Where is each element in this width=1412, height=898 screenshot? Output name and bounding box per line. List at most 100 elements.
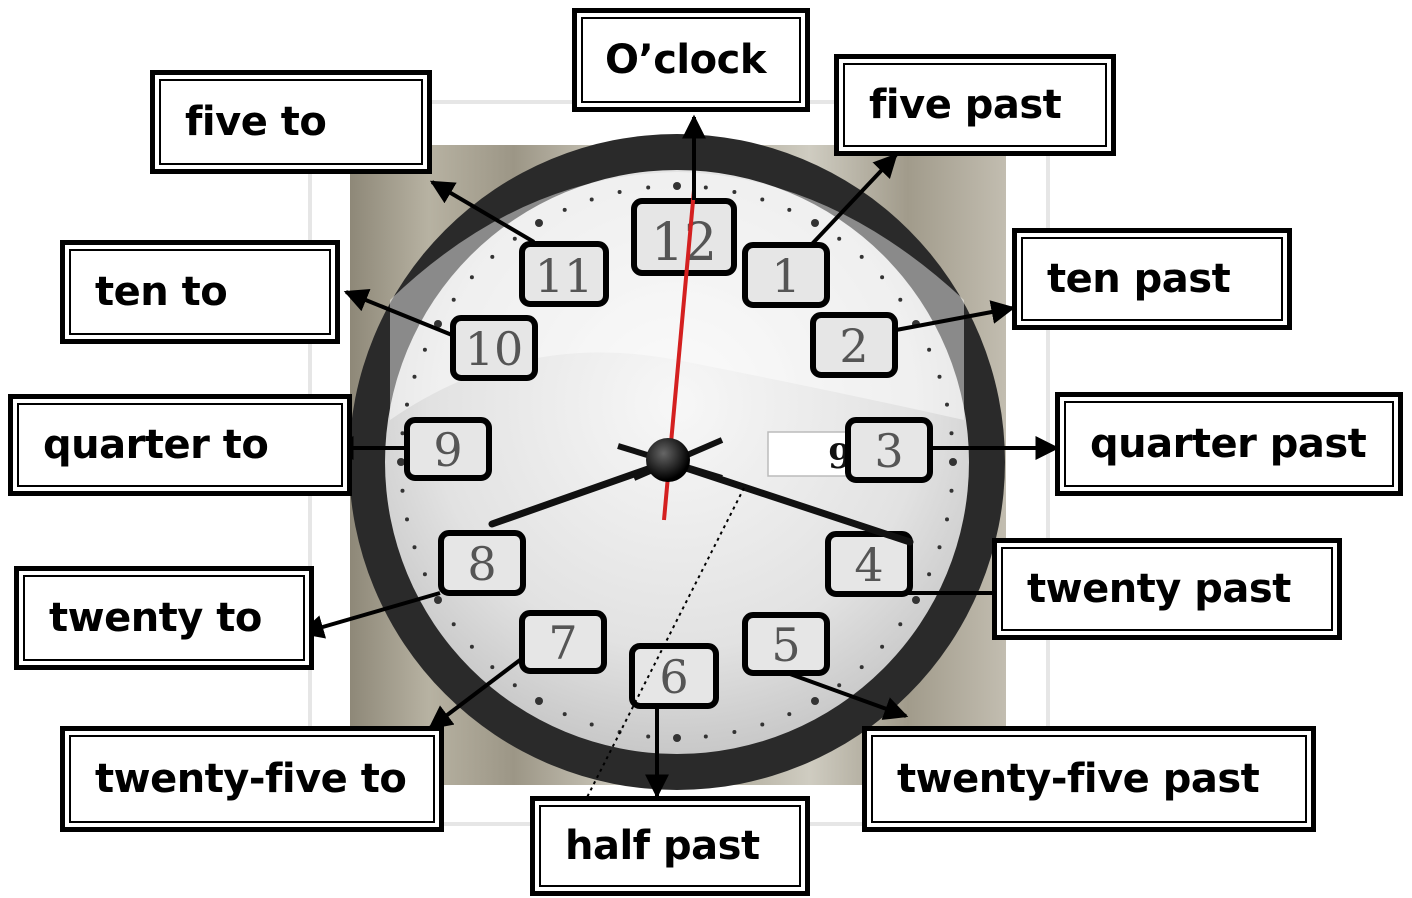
minute-tick — [732, 730, 736, 734]
minute-tick — [490, 255, 494, 259]
svg-text:8: 8 — [467, 537, 496, 591]
minute-tick — [787, 712, 791, 716]
svg-text:6: 6 — [659, 650, 688, 704]
minute-tick — [732, 190, 736, 194]
label-five-to-text: five to — [161, 99, 326, 145]
svg-text:9: 9 — [433, 423, 462, 477]
label-twenty-five-to: twenty-five to — [60, 726, 444, 832]
numeral-7: 7 — [522, 613, 604, 671]
minute-tick — [673, 182, 681, 190]
minute-tick — [837, 237, 841, 241]
minute-tick — [860, 255, 864, 259]
label-ten-to-text: ten to — [71, 269, 227, 315]
minute-tick — [704, 735, 708, 739]
label-ten-to: ten to — [60, 240, 340, 344]
label-five-past-text: five past — [845, 82, 1061, 128]
svg-text:2: 2 — [839, 319, 868, 373]
label-oclock-text: O’clock — [583, 37, 766, 83]
minute-tick — [470, 275, 474, 279]
minute-tick — [397, 458, 405, 466]
minute-tick — [563, 208, 567, 212]
svg-text:11: 11 — [535, 249, 594, 303]
minute-tick — [490, 665, 494, 669]
label-quarter-to-text: quarter to — [19, 422, 268, 468]
minute-tick — [760, 198, 764, 202]
label-five-to: five to — [150, 70, 432, 174]
minute-tick — [535, 219, 543, 227]
numeral-8: 8 — [441, 533, 523, 593]
numeral-1: 1 — [745, 245, 827, 305]
minute-tick — [535, 697, 543, 705]
minute-tick — [880, 645, 884, 649]
minute-tick — [646, 735, 650, 739]
svg-text:1: 1 — [771, 249, 800, 303]
numeral-4: 4 — [828, 534, 910, 594]
label-twenty-five-to-text: twenty-five to — [71, 756, 406, 802]
label-twenty-past: twenty past — [992, 538, 1342, 640]
label-half-past-text: half past — [541, 823, 760, 869]
label-quarter-to: quarter to — [8, 394, 352, 496]
minute-tick — [927, 572, 931, 576]
numeral-12: 12 — [634, 201, 734, 273]
minute-tick — [811, 219, 819, 227]
minute-tick — [423, 572, 427, 576]
numeral-10: 10 — [453, 318, 535, 378]
numeral-5: 5 — [745, 615, 827, 673]
minute-tick — [898, 622, 902, 626]
minute-tick — [434, 596, 442, 604]
minute-tick — [405, 403, 409, 407]
minute-tick — [837, 683, 841, 687]
numeral-6: 6 — [632, 646, 716, 706]
minute-tick — [945, 403, 949, 407]
minute-tick — [413, 545, 417, 549]
minute-tick — [912, 596, 920, 604]
minute-tick — [401, 431, 405, 435]
minute-tick — [513, 237, 517, 241]
minute-tick — [452, 298, 456, 302]
minute-tick — [760, 723, 764, 727]
label-twenty-to: twenty to — [14, 566, 314, 670]
label-quarter-past: quarter past — [1055, 392, 1403, 496]
label-ten-past: ten past — [1012, 228, 1292, 330]
label-twenty-past-text: twenty past — [1003, 566, 1291, 612]
numeral-9: 9 — [407, 420, 489, 478]
svg-text:4: 4 — [854, 538, 883, 592]
label-half-past: half past — [530, 796, 810, 896]
label-twenty-five-past: twenty-five past — [862, 726, 1316, 832]
minute-tick — [938, 545, 942, 549]
minute-tick — [950, 431, 954, 435]
minute-tick — [673, 734, 681, 742]
minute-tick — [413, 375, 417, 379]
minute-tick — [949, 458, 957, 466]
minute-tick — [470, 645, 474, 649]
minute-tick — [811, 697, 819, 705]
minute-tick — [618, 190, 622, 194]
minute-tick — [513, 683, 517, 687]
svg-text:12: 12 — [651, 213, 717, 273]
svg-text:5: 5 — [771, 618, 800, 672]
minute-tick — [880, 275, 884, 279]
svg-text:3: 3 — [874, 424, 903, 478]
minute-tick — [704, 186, 708, 190]
numeral-2: 2 — [813, 315, 895, 375]
minute-tick — [405, 517, 409, 521]
label-oclock: O’clock — [572, 8, 810, 112]
minute-tick — [950, 489, 954, 493]
label-ten-past-text: ten past — [1023, 256, 1230, 302]
minute-tick — [563, 712, 567, 716]
minute-tick — [401, 489, 405, 493]
label-twenty-five-past-text: twenty-five past — [873, 756, 1259, 802]
minute-tick — [423, 348, 427, 352]
svg-text:7: 7 — [548, 616, 577, 670]
minute-tick — [646, 186, 650, 190]
minute-tick — [452, 622, 456, 626]
numeral-11: 11 — [522, 244, 606, 304]
minute-tick — [938, 375, 942, 379]
label-five-past: five past — [834, 54, 1116, 156]
numeral-3: 3 — [848, 420, 930, 480]
label-twenty-to-text: twenty to — [25, 595, 262, 641]
minute-tick — [860, 665, 864, 669]
label-quarter-past-text: quarter past — [1066, 421, 1366, 467]
minute-tick — [898, 298, 902, 302]
